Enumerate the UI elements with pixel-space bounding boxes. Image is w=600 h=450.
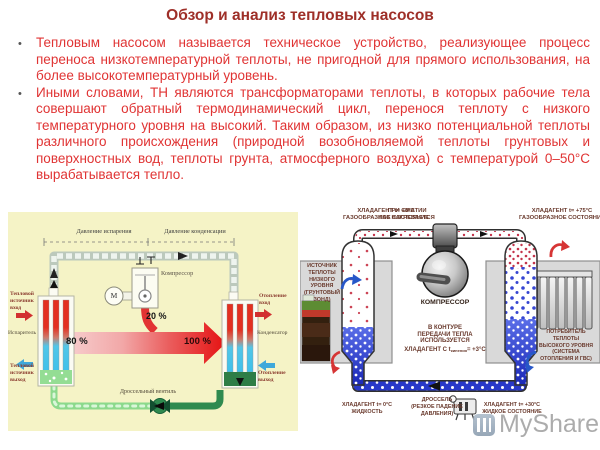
label-refrigerant-hot-gas: ХЛАДАГЕНТ t= +75°С ГАЗООБРАЗНОЕ СОСТОЯНИ… — [518, 208, 600, 221]
evaporator-block — [37, 280, 75, 387]
label-refrigerant-cold-liquid: ХЛАДАГЕНТ t= 0°С ЖИДКОСТЬ — [341, 402, 393, 415]
motor-symbol: М — [110, 291, 118, 300]
throttle-pipe — [50, 376, 224, 414]
label-evaporator: Испаритель — [8, 330, 37, 336]
curl-arrows — [330, 240, 570, 374]
cycle-diagram-graphics — [16, 238, 275, 414]
label-heat-source-in: Тепловой источник вход — [10, 291, 35, 311]
ground-probe-photo — [301, 294, 331, 362]
label-heating-in: Отопление вход — [259, 293, 287, 306]
label-heat-source: ИСТОЧНИК ТЕПЛОТЫ НИЗКОГО УРОВНЯ (ГРУНТОВ… — [303, 263, 341, 303]
bullet-item: • Иными словами, ТН являются трансформат… — [10, 85, 590, 184]
label-heat-source-out: Тепловой источник выход — [10, 363, 35, 383]
label-refrigerant-cold-gas: ХЛАДАГЕНТ t= +8°С ГАЗООБРАЗНОЕ СОСТОЯНИЕ — [342, 208, 429, 221]
watermark-text: MyShared — [499, 410, 600, 438]
label-condenser: Конденсатор — [257, 330, 288, 336]
compressor-bulb — [416, 223, 469, 298]
label-pressure-evaporation: Давление испарения — [76, 228, 132, 235]
condenser-vessel — [504, 240, 538, 386]
label-compression-note: ПРИ СЖАТИИ ГАЗ НАГРЕВАЕТСЯ — [379, 208, 435, 221]
flow-direction-arrows — [16, 309, 275, 371]
label-loop-note: В КОНТУРЕ ПЕРЕДАЧИ ТЕПЛА ИСПОЛЬЗУЕТСЯ ХЛ… — [395, 318, 495, 361]
label-heating-out: Отопление выход — [258, 370, 286, 383]
label-compressor-share: 20 % — [146, 311, 167, 321]
loop-note-refrigerant: ХЛАДАГЕНТ С tкипения= +3°С — [404, 347, 486, 354]
principle-diagram-graphics — [300, 223, 600, 421]
condenser-block — [221, 291, 259, 389]
bullet-item: • Тепловым насосом называется техническо… — [10, 35, 590, 85]
heat-pump-principle-diagram: ХЛАДАГЕНТ t= +8°С ГАЗООБРАЗНОЕ СОСТОЯНИЕ… — [300, 205, 600, 450]
page-title: Обзор и анализ тепловых насосов — [166, 7, 434, 24]
compressor-unit — [104, 256, 159, 309]
watermark: MyShared — [473, 410, 600, 439]
bullet-text: Тепловым насосом называется техническое … — [36, 35, 590, 83]
label-refrigerant-warm-liquid: ХЛАДАГЕНТ t= +30°С ЖИДКОЕ СОСТОЯНИЕ — [482, 402, 542, 415]
label-consumer: ПОТРЕБИТЕЛЬ ТЕПЛОТЫ ВЫСОКОГО УРОВНЯ (СИС… — [539, 329, 593, 363]
throttle-device-icon — [449, 395, 477, 421]
loop-note-intro: В КОНТУРЕ ПЕРЕДАЧИ ТЕПЛА ИСПОЛЬЗУЕТСЯ — [417, 324, 473, 345]
label-throttle-valve: Дроссельный вентиль — [119, 389, 177, 395]
pressure-scale-line — [43, 238, 235, 246]
label-pressure-condensation: Давление конденсации — [164, 228, 226, 235]
refrigerant-loop-pipe — [49, 251, 239, 302]
label-source-share: 80 % — [66, 336, 88, 347]
bullet-text: Иными словами, ТН являются трансформатор… — [36, 84, 590, 183]
heat-pump-cycle-diagram: Давление испарения Давление конденсации … — [8, 212, 298, 431]
label-compressor: Компрессор — [161, 270, 194, 277]
label-compressor: КОМПРЕССОР — [420, 299, 470, 306]
label-output-share: 100 % — [184, 336, 211, 347]
bullet-marker: • — [18, 38, 22, 50]
bullet-marker: • — [18, 87, 22, 100]
myshared-logo-icon — [473, 413, 495, 436]
energy-flow-arrow — [66, 305, 226, 364]
bullet-list: • Тепловым насосом называется техническо… — [10, 35, 590, 184]
label-throttle: ДРОССЕЛЬ (РЕЗКОЕ ПАДЕНИЕ ДАВЛЕНИЯ) — [411, 397, 463, 417]
liquid-pipe — [352, 371, 527, 392]
evaporator-vessel — [341, 240, 375, 386]
